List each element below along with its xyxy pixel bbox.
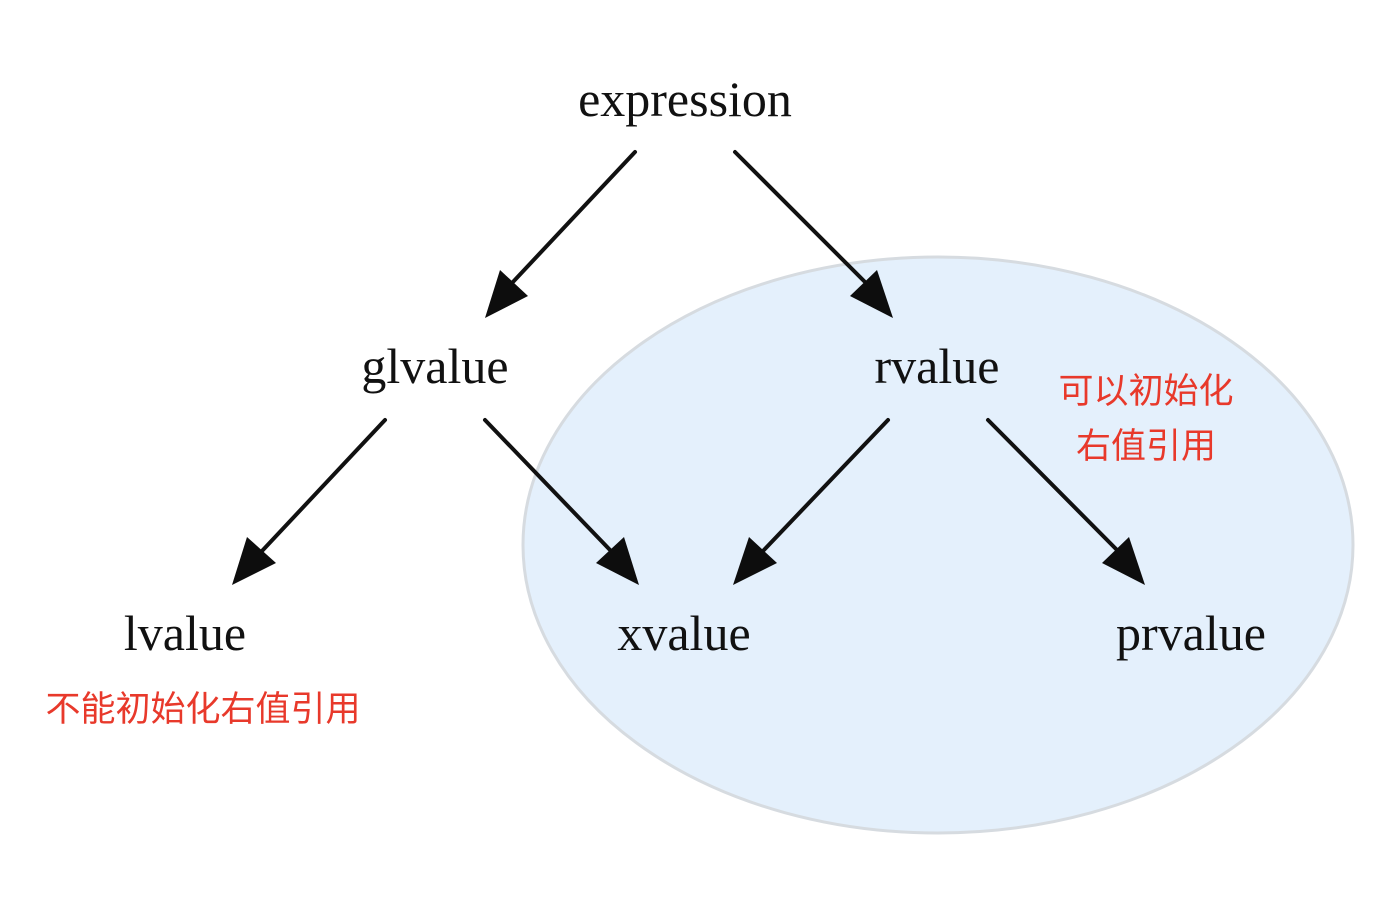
node-rvalue: rvalue <box>875 338 1000 394</box>
node-glvalue: glvalue <box>361 338 508 394</box>
rvalue-note-line1: 可以初始化 <box>1058 372 1233 412</box>
rvalue-note-line2: 右值引用 <box>1076 427 1216 467</box>
edge-glvalue-xvalue <box>483 418 639 585</box>
node-prvalue: prvalue <box>1116 605 1266 661</box>
rvalue-region-ellipse <box>521 255 1355 835</box>
node-expression: expression <box>578 71 792 127</box>
edge-rvalue-prvalue <box>986 418 1145 585</box>
edge-rvalue-xvalue <box>733 418 890 585</box>
edge-expression-rvalue <box>733 150 893 318</box>
edge-glvalue-lvalue <box>232 418 387 585</box>
edge-expression-glvalue <box>485 150 637 318</box>
node-lvalue: lvalue <box>124 605 246 661</box>
lvalue-note: 不能初始化右值引用 <box>45 690 360 730</box>
node-xvalue: xvalue <box>617 605 750 661</box>
